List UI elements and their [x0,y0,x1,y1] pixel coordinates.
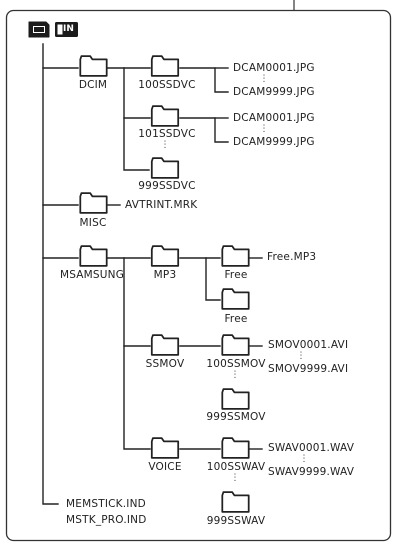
file-label-jpg-last-1: DCAM9999.JPG [233,86,315,98]
folder-icon-ssmov [150,334,180,356]
ellipsis-101ssdvc: ⋮ [160,140,170,150]
file-label-avi-first: SMOV0001.AVI [268,339,349,351]
ellipsis-avi: ⋮ [296,351,306,361]
folder-icon-voice [150,437,180,459]
ellipsis-voice: ⋮ [230,473,240,483]
file-label-memstick: MEMSTICK.IND [66,498,146,510]
file-label-avi-last: SMOV9999.AVI [268,363,349,375]
memory-card-icon [28,21,50,38]
folder-icon-999ssmov [221,388,250,410]
file-label-jpg-last-2: DCAM9999.JPG [233,136,315,148]
diagram-border [5,9,392,542]
folder-icon-999sswav [221,491,250,513]
folder-label-misc: MISC [79,217,107,229]
folder-label-100ssmov: 100SSMOV [206,358,266,370]
file-label-jpg-first-2: DCAM0001.JPG [233,112,315,124]
folder-icon-msamsung [79,245,108,267]
ellipsis-wav: ⋮ [299,454,309,464]
folder-label-999ssmov: 999SSMOV [206,411,266,423]
folder-icon-101ssdvc [150,105,180,127]
folder-label-ssmov: SSMOV [145,358,185,370]
folder-icon-misc [79,192,108,214]
folder-icon-100ssmov [221,334,250,356]
folder-icon-999ssdvc [150,157,180,179]
file-label-wav-last: SWAV9999.WAV [268,466,355,478]
ellipsis-jpg-2: ⋮ [259,124,269,134]
folder-label-dcim: DCIM [78,79,108,91]
file-label-mstk-pro: MSTK_PRO.IND [66,514,147,526]
file-label-jpg-first-1: DCAM0001.JPG [233,62,315,74]
file-label-avtrint: AVTRINT.MRK [125,199,198,211]
internal-memory-icon [55,22,78,37]
folder-icon-100sswav [221,437,250,459]
folder-icon-100ssdvc [150,55,180,77]
folder-label-100sswav: 100SSWAV [206,461,266,473]
file-label-free-mp3: Free.MP3 [267,251,317,263]
ellipsis-ssmov: ⋮ [230,370,240,380]
folder-label-100ssdvc: 100SSDVC [138,79,196,91]
folder-label-mp3: MP3 [153,269,177,281]
folder-label-free: Free [224,269,248,281]
folder-label-999ssdvc: 999SSDVC [138,180,196,192]
folder-label-msamsung: MSAMSUNG [59,269,125,281]
file-label-wav-first: SWAV0001.WAV [268,442,355,454]
folder-label-voice: VOICE [148,461,182,473]
folder-icon-free-2 [221,288,250,310]
folder-icon-dcim [79,55,108,77]
folder-label-999sswav: 999SSWAV [206,515,266,527]
internal-memory-label: IN [63,24,74,34]
folder-icon-mp3 [150,245,180,267]
folder-label-101ssdvc: 101SSDVC [138,128,196,140]
ellipsis-jpg-1: ⋮ [259,74,269,84]
folder-label-free-2: Free [224,313,248,325]
folder-icon-free [221,245,250,267]
